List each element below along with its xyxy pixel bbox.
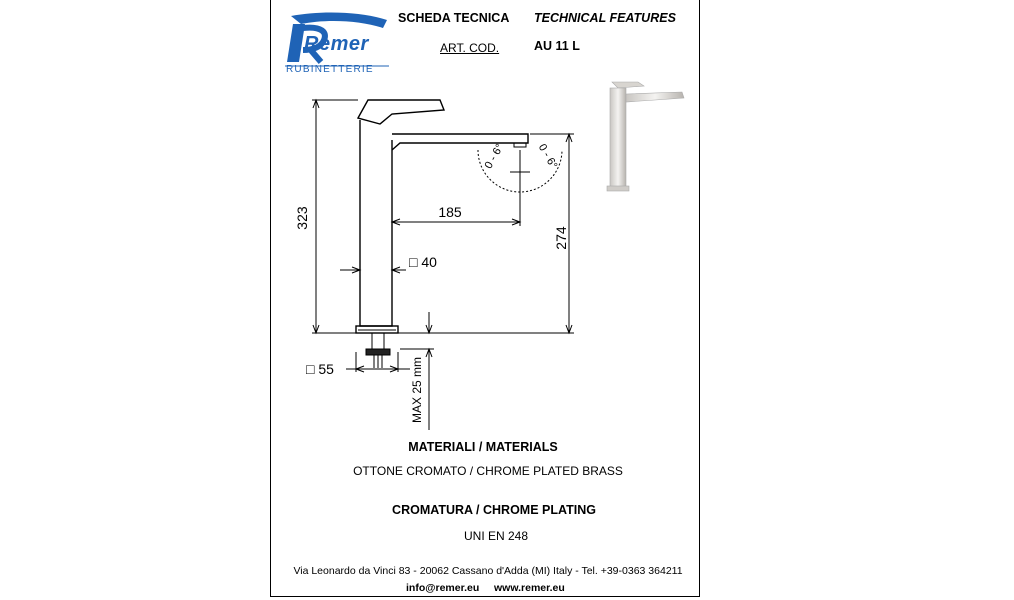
dimension-spout-height: 274 xyxy=(553,226,569,250)
dimension-max-thickness: MAX 25 mm xyxy=(410,357,424,423)
product-photo xyxy=(606,81,685,192)
footer-email[interactable]: info@remer.eu xyxy=(406,582,480,594)
plating-value: UNI EN 248 xyxy=(463,529,529,543)
brand-subtitle: RUBINETTERIE xyxy=(286,64,374,75)
footer-website[interactable]: www.remer.eu xyxy=(494,582,565,594)
plating-heading: CROMATURA / CHROME PLATING xyxy=(392,503,596,517)
materials-value: OTTONE CROMATO / CHROME PLATED BRASS xyxy=(353,464,623,478)
angle-left: 0 - 6° xyxy=(483,142,507,171)
brand-name: Remer xyxy=(304,33,369,55)
materials-heading: MATERIALI / MATERIALS xyxy=(408,440,558,454)
article-code: AU 11 L xyxy=(534,39,580,53)
footer-address: Via Leonardo da Vinci 83 - 20062 Cassano… xyxy=(293,565,683,577)
dimension-total-height: 323 xyxy=(294,206,310,230)
title-italian: SCHEDA TECNICA xyxy=(398,11,510,25)
dimension-body-square: □ 40 xyxy=(409,254,437,270)
article-code-label: ART. COD. xyxy=(440,41,500,55)
angle-right: 0 - 6° xyxy=(536,142,560,171)
remer-logo xyxy=(285,12,389,67)
dimension-base-square: □ 55 xyxy=(306,361,334,377)
title-english: TECHNICAL FEATURES xyxy=(534,11,676,25)
dimension-reach: 185 xyxy=(438,204,462,220)
